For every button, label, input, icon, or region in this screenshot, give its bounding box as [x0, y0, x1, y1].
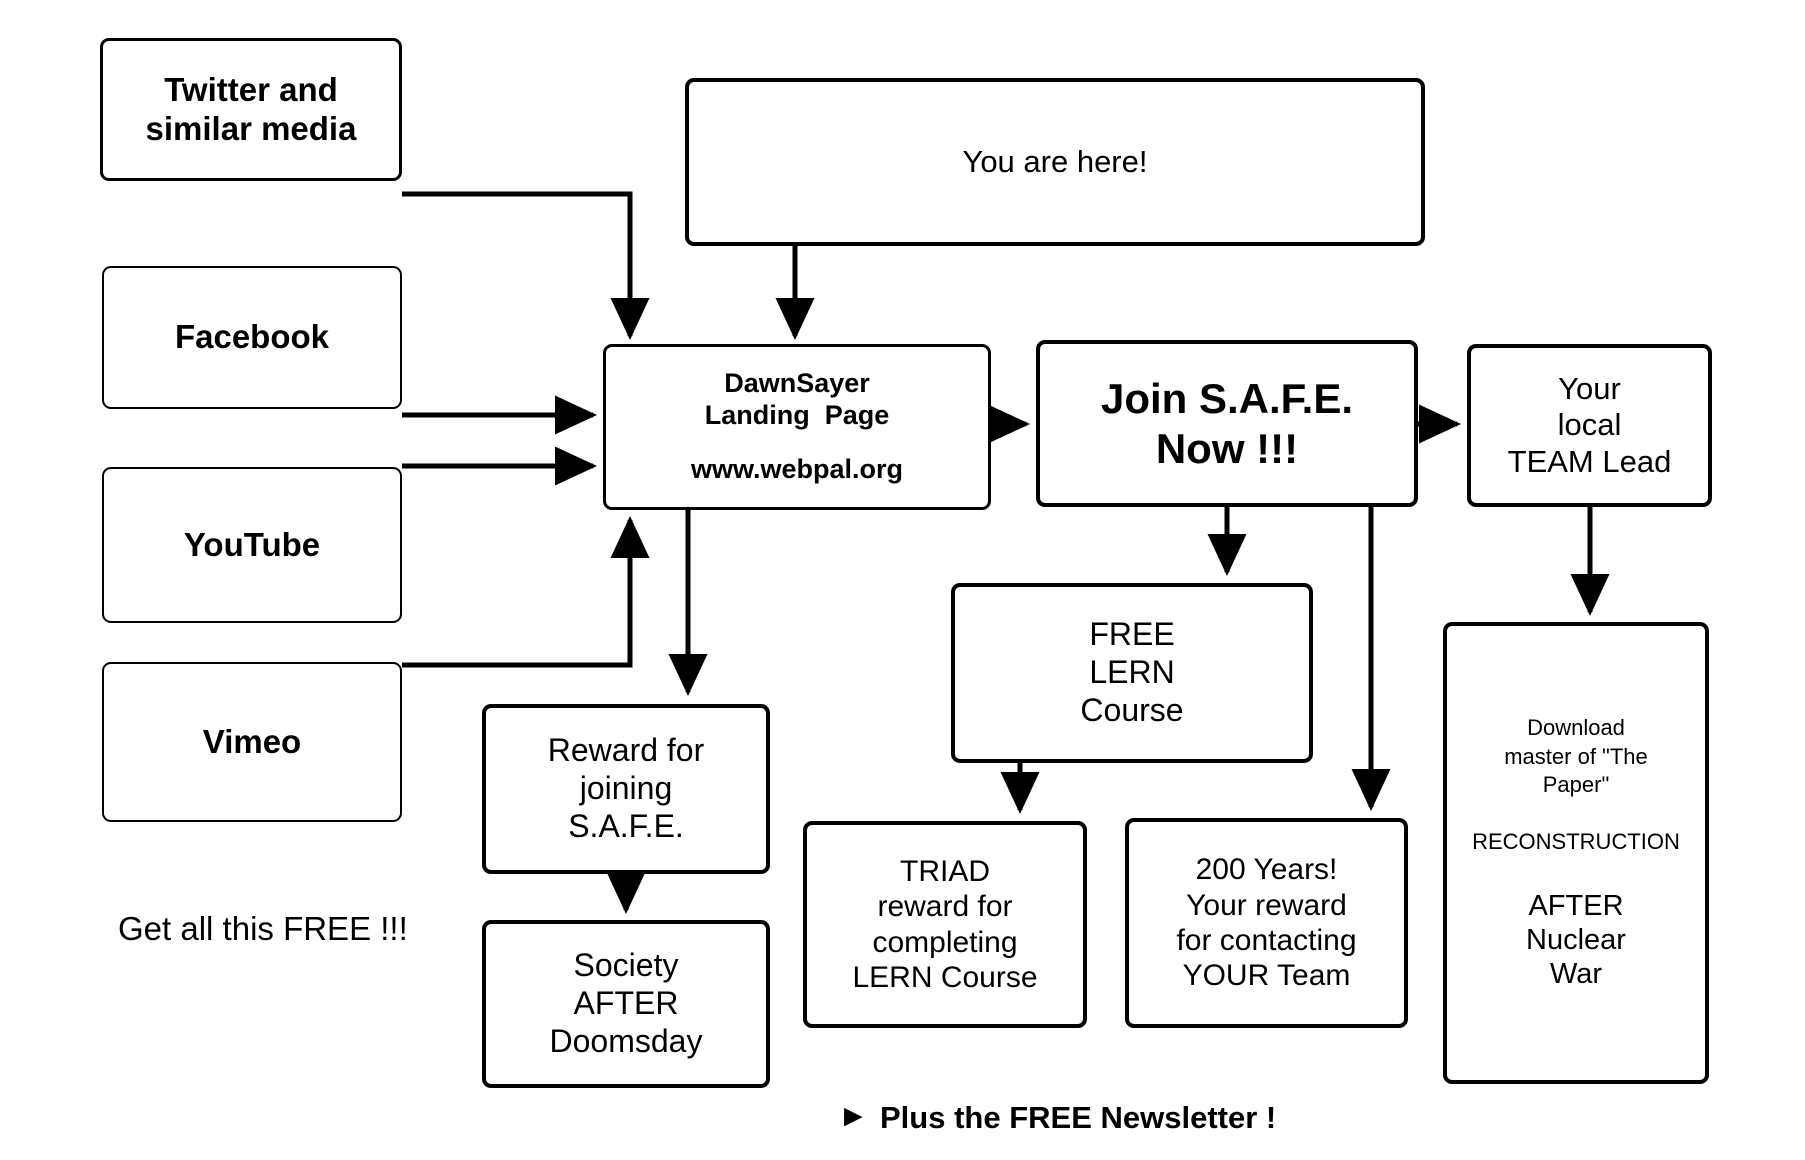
paper-line6: Nuclear — [1526, 924, 1626, 957]
twohundred-line2: Your reward — [1186, 888, 1347, 922]
node-twitter-line2: similar media — [145, 109, 357, 147]
join-line1: Join S.A.F.E. — [1100, 374, 1354, 422]
society-line2: AFTER — [573, 985, 679, 1022]
paper-line7: War — [1549, 958, 1603, 991]
paper-reconstruction: RECONSTRUCTION — [1472, 828, 1680, 854]
freelern-line2: LERN — [1089, 654, 1175, 691]
triad-line4: LERN Course — [852, 960, 1038, 994]
get-all-free-note: Get all this FREE !!! — [118, 910, 408, 947]
reward-line2: joining — [579, 770, 673, 807]
triad-line1: TRIAD — [900, 854, 990, 888]
node-twitter[interactable]: Twitter and similar media — [100, 38, 402, 181]
node-team-lead[interactable]: Your local TEAM Lead — [1467, 344, 1712, 507]
node-twitter-line1: Twitter and — [164, 70, 338, 108]
node-youtube-label: YouTube — [183, 525, 321, 563]
paper-line1: Download — [1527, 715, 1625, 741]
you-are-here-label: You are here! — [962, 143, 1148, 179]
paper-line2: master of "The — [1504, 743, 1648, 769]
landing-url[interactable]: www.webpal.org — [690, 453, 904, 484]
node-download-the-paper[interactable]: Download master of "The Paper" RECONSTRU… — [1443, 622, 1709, 1084]
wire-twitter-to-landing — [402, 191, 650, 341]
node-dawnsayer-landing-page[interactable]: DawnSayer Landing Page www.webpal.org — [603, 344, 991, 510]
teamlead-line2: local — [1557, 407, 1622, 443]
node-join-safe[interactable]: Join S.A.F.E. Now !!! — [1036, 340, 1418, 507]
newsletter-bullet-icon: ► — [838, 1098, 869, 1133]
twohundred-line4: YOUR Team — [1182, 959, 1351, 993]
twohundred-line1: 200 Years! — [1195, 853, 1338, 887]
paper-line5: AFTER — [1528, 889, 1624, 922]
freelern-line3: Course — [1080, 691, 1184, 728]
teamlead-line3: TEAM Lead — [1507, 443, 1672, 479]
twohundred-line3: for contacting — [1176, 924, 1357, 957]
node-facebook[interactable]: Facebook — [102, 266, 402, 409]
teamlead-line1: Your — [1558, 370, 1621, 406]
freelern-line1: FREE — [1089, 616, 1175, 653]
node-reward-for-joining[interactable]: Reward for joining S.A.F.E. — [482, 704, 770, 874]
landing-line1: DawnSayer — [724, 368, 870, 399]
node-you-are-here: You are here! — [685, 78, 1425, 246]
node-triad-reward[interactable]: TRIAD reward for completing LERN Course — [803, 821, 1087, 1028]
node-vimeo-label: Vimeo — [202, 722, 302, 760]
node-youtube[interactable]: YouTube — [102, 467, 402, 623]
node-200-years-reward[interactable]: 200 Years! Your reward for contacting YO… — [1125, 818, 1408, 1028]
reward-line3: S.A.F.E. — [568, 807, 684, 844]
society-line1: Society — [573, 947, 679, 984]
reward-line1: Reward for — [547, 732, 705, 769]
newsletter-note: Plus the FREE Newsletter ! — [880, 1100, 1277, 1135]
landing-line2: Landing Page — [704, 400, 890, 431]
node-society-after-doomsday[interactable]: Society AFTER Doomsday — [482, 920, 770, 1088]
join-line2: Now !!! — [1155, 424, 1299, 472]
triad-line2: reward for — [877, 890, 1013, 924]
society-line3: Doomsday — [549, 1022, 703, 1059]
triad-line3: completing — [872, 925, 1018, 959]
wire-vimeo-to-landing — [402, 515, 650, 668]
node-vimeo[interactable]: Vimeo — [102, 662, 402, 822]
node-free-lern-course[interactable]: FREE LERN Course — [951, 583, 1313, 763]
node-facebook-label: Facebook — [174, 318, 330, 356]
paper-line3: Paper" — [1542, 771, 1610, 797]
